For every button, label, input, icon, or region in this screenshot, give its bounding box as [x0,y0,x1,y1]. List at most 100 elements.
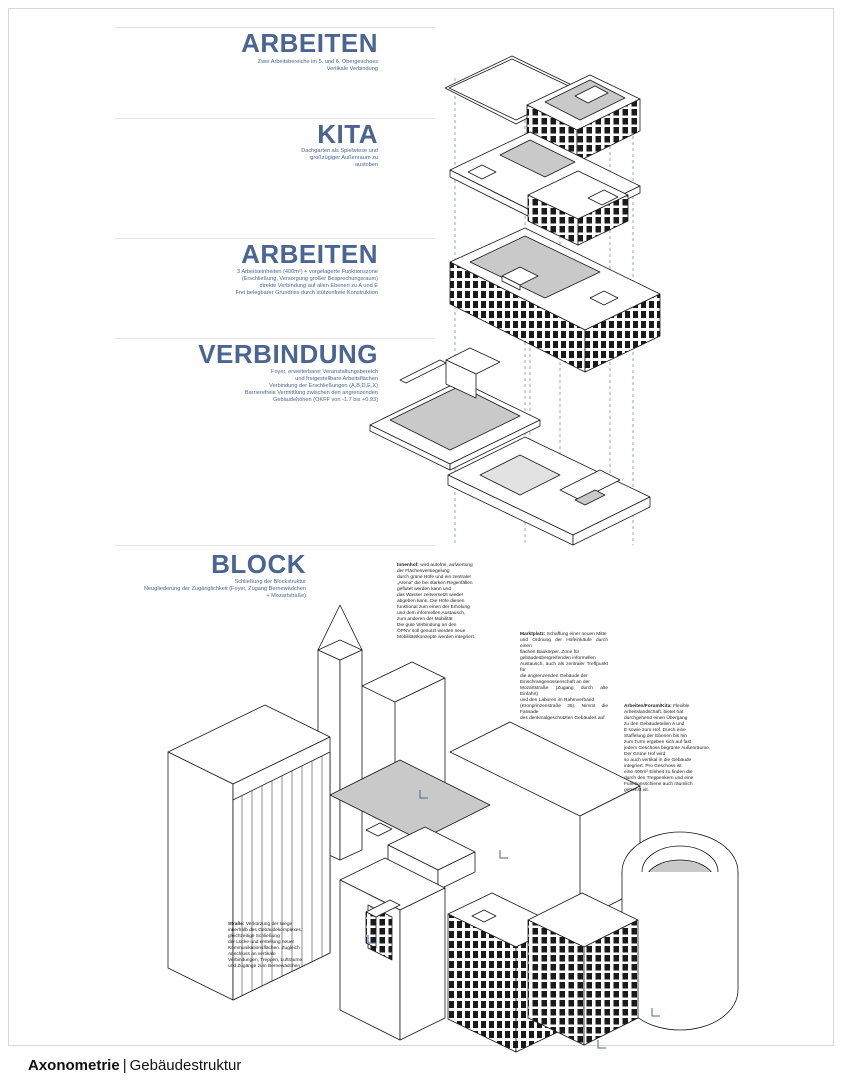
desc-line: Dachgarten als Spielwiese und [301,148,378,154]
divider-line [115,545,435,546]
desc-line: direkte Verbindung auf allen Ebenen zu A… [259,283,379,289]
section-title-block: BLOCK [211,549,306,579]
block-marktplatz [387,826,476,891]
annotation-strasse: Straße: Verkürzung der Wege innerhalb de… [228,922,320,970]
annotation-line: durchgehend einen Übergang [624,716,688,721]
annotation-line: getrennt ist. [624,788,650,793]
floor-ground [447,436,651,546]
block-courtyard [329,759,491,841]
annotation-line: des denkmalgeschützten Gebäudes auf [520,716,605,721]
annotation-line: und den Laboren im Rahmverband [520,698,595,703]
annotation-line: Mozartstraße (Zugang durch alte Einfahrt… [520,686,608,697]
floor-arbeiten-top [526,74,641,163]
annotation-arbeiten-forum-kita: Arbeiten/Forum/Kita: Flexible Arbeitslan… [624,704,714,794]
annotation-line: Mobilitätskonzepte werden integriert. [397,635,476,640]
desc-line: austoben [354,162,378,168]
floor-verbindung [369,347,541,471]
annotation-line: und Ordnung der Hofeinkäufe durch einen [520,638,608,649]
annotation-line: so auch vertikal in die Gebäude [624,758,692,763]
page-footer: Axonometrie|Gebäudestruktur [28,1056,241,1076]
annotation-line: „Arena" die bei starken Regenfällen [397,581,473,586]
desc-line: Barrierefreie Vermittlung zwischen den a… [244,390,378,396]
desc-line: Vertikale Verbindung [326,66,378,72]
annotation-markers [367,790,660,1049]
desc-line: 3 Arbeitseinheiten (400m²) + vorgelagert… [236,269,378,275]
desc-line: Foyer, erweiterbarer Veranstaltungsberei… [271,369,378,375]
floor-kita [449,131,641,246]
section-title-verbindung: VERBINDUNG [198,339,378,369]
annotation-line: und dem informellen Austausch, [397,611,466,616]
annotation-line: geflutet werden kann und [397,587,451,592]
annotation-line: (Kronprinzenstraße 35). Nimmt die Fassad… [520,704,608,715]
annotation-line: Einschrangenossenschaft an der [520,680,590,685]
annotation-line: funktional zum einen der Erholung [397,605,470,610]
annotation-line: Verbindungen, Treppen, Lufträume [228,958,303,963]
annotation-line: ÖPNV soll genutzt werden neue [397,629,466,634]
desc-line: Neugliederung der Zugänglichkeit (Foyer,… [143,586,306,592]
annotation-innenhof: Innenhof: wird autofrei, aufwertung der … [397,563,495,641]
annotation-line: Der Grüne Hof wird [624,752,666,757]
section-desc-kita: Dachgarten als Spielwiese und großzügige… [268,148,378,169]
footer-separator: | [122,1057,127,1074]
footer-title: Axonometrie [28,1057,120,1074]
annotation-line: gleichzeitige Schließung [228,934,280,939]
section-title-kita: KITA [317,119,378,149]
annotation-line: Anschluss an vertikale [228,952,276,957]
desc-line: Zwei Arbeitsbereiche im 5. und 6. Oberge… [257,59,378,65]
section-desc-verbindung: Foyer, erweiterbarer Veranstaltungsberei… [228,369,378,404]
section-title-arbeiten-mid: ARBEITEN [241,239,378,269]
annotation-line: gebäudeübergreifenden informellen [520,656,596,661]
annotation-line: Kommunikationsflächen. Zugleich [228,946,300,951]
annotation-line: Austausch, auch als zentraler Treffpunkt… [520,662,608,673]
annotation-line: integriert. Pro Geschoss ist [624,764,682,769]
annotation-line: innerhalb des Gebäudekomplexes, [228,928,303,933]
annotation-line: Flexible [673,704,690,709]
annotation-label: Straße: [228,922,245,927]
annotation-line: zum anderen der Mobilität [397,617,453,622]
annotation-line: Verkürzung der Wege [245,922,293,927]
annotation-label: Innenhof: [397,563,419,568]
annotation-line: durch grüne Höfe und ein zentraler [397,575,472,580]
desc-line: + Mozartstraße) [266,593,306,599]
floor-arbeiten-mid [449,227,661,373]
annotation-line: das Wasser zeitversetzt wieder [397,593,464,598]
annotation-line: flachen Baukörper. Zone für [520,650,580,655]
section-desc-arbeiten-top: Zwei Arbeitsbereiche im 5. und 6. Oberge… [208,59,378,73]
annotation-marktplatz: Marktplatz: Schaffung einer neuen Mitte … [520,632,608,722]
block-left-wing [167,704,331,1001]
annotation-line: die angrenzenden Gebäude der [520,674,588,679]
desc-line: Frei belegbarer Grundriss durch stützenf… [235,290,378,296]
divider-line [115,27,435,28]
annotation-line: E sowie zum Hof. Durch eine [624,728,686,733]
annotation-line: Die gute Verbindung an den [397,623,457,628]
desc-line: und freigestellbare Arbeitsflächen [295,376,378,382]
desc-line: Gebäudehöhen (OKFF von -1.7 bis +0.93) [273,397,378,403]
annotation-line: jedem Geschoss begrünte Außenräume. [624,746,711,751]
annotation-line: und Zugänge zum Bernewädchen [228,964,301,969]
annotation-line: abgeben kann. Die Höfe dienen [397,599,465,604]
annotation-label: Marktplatz: [520,632,546,637]
desc-line: (Erschließung, Versorgung großer Besprec… [241,276,378,282]
annotation-line: Staffelung der Ebenen bis hin [624,734,687,739]
annotation-line: eine 400m² Einheit zu finden die [624,770,693,775]
annotation-line: der Flächenversiegelung [397,569,450,574]
block-round-building [621,831,739,1031]
divider-line [115,118,435,119]
footer-subtitle: Gebäudestruktur [129,1057,242,1074]
annotation-line: Funktionsschiene auch räumlich [624,782,693,787]
annotation-line: zu den Gebäudeteilen A und [624,722,685,727]
block-new-building [447,892,639,1053]
divider-line [115,238,435,239]
desc-line: Schließung der Blockstruktur [234,579,306,585]
desc-line: Verbindung der Erschließungen (A,B,D,E,X… [269,383,378,389]
annotation-label: Arbeiten/Forum/Kita: [624,704,672,709]
section-title-arbeiten-top: ARBEITEN [241,28,378,58]
block-front-volume [339,857,446,1041]
annotation-line: wird autofrei, aufwertung [420,563,473,568]
annotation-line: durch den Treppenkern und eine [624,776,694,781]
page-frame [8,8,834,1046]
annotation-line: zum Turm ergeben sich auf fast [624,740,692,745]
section-desc-arbeiten-mid: 3 Arbeitseinheiten (400m²) + vorgelagert… [208,269,378,297]
annotation-line: der Lücke und erstellung neuer [228,940,295,945]
